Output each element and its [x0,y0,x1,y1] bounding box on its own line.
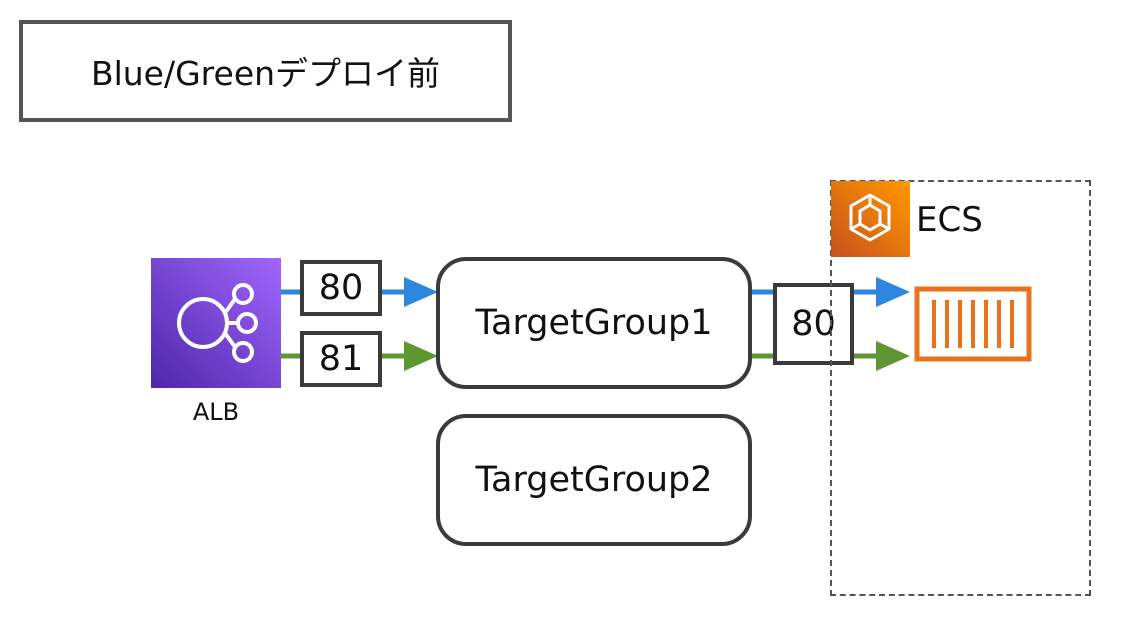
target-group-1: TargetGroup1 [436,257,752,389]
ecs-group-boundary [830,180,1091,596]
port-81-box: 81 [300,331,382,387]
container-icon [912,284,1034,364]
alb-to-tg1-blue-arrowhead [404,277,438,307]
target-group-2: TargetGroup2 [436,414,752,546]
ecs-label: ECS [916,200,983,240]
load-balancer-icon [151,258,281,388]
tg1-to-ecs-green-arrowhead [876,341,910,371]
alb-label: ALB [192,398,240,426]
alb-to-tg1-green-arrowhead [404,341,438,371]
ecs-port-80-box: 80 [773,283,854,365]
port-80-box: 80 [300,260,382,316]
diagram-title: Blue/Greenデプロイ前 [19,20,512,122]
ecs-icon [831,181,910,257]
tg1-to-ecs-blue-arrowhead [876,277,910,307]
